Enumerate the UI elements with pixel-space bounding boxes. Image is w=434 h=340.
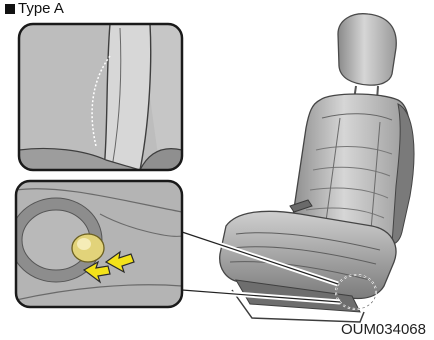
figure-code: OUM034068 (341, 321, 426, 338)
figure-heading: Type A (5, 0, 64, 18)
lumbar-detail-panel (19, 24, 182, 170)
black-square-icon (5, 4, 15, 14)
heading-label: Type A (18, 0, 64, 18)
knob-detail-panel (10, 181, 182, 307)
